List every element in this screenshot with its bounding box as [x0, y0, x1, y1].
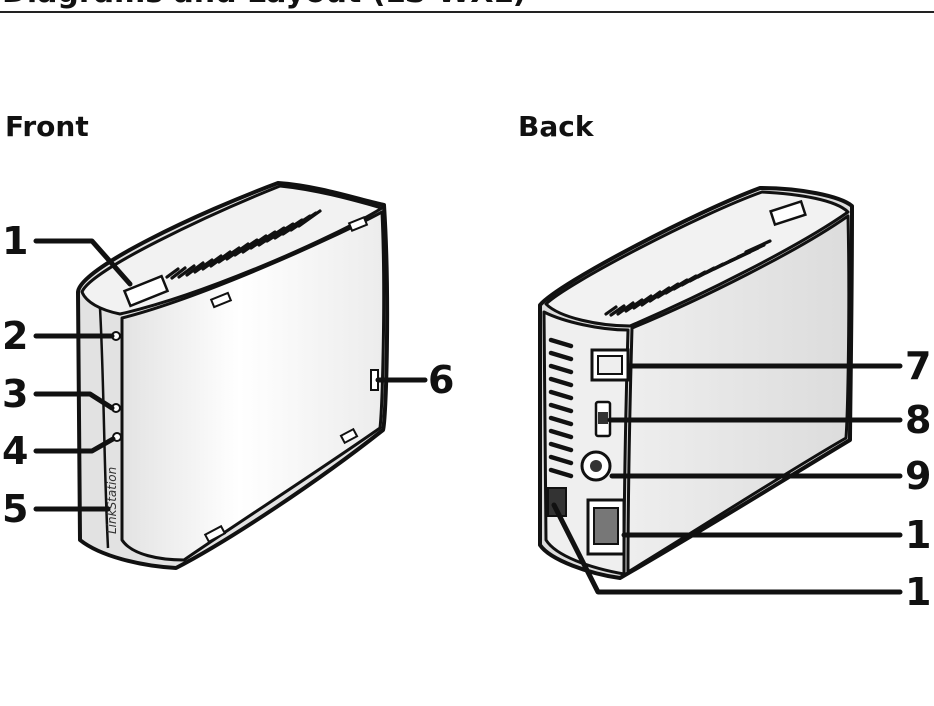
front-top-foot — [209, 291, 233, 309]
back-view-label: Back — [518, 110, 594, 143]
callout-number-1: 1 — [2, 219, 28, 263]
callout-line-3 — [33, 391, 115, 411]
callout-number-10: 1 — [905, 513, 931, 557]
callout-number-7: 7 — [905, 344, 931, 388]
title-divider — [0, 11, 934, 13]
back-top-vent — [604, 239, 772, 317]
back-top-pad — [769, 199, 807, 227]
brand-logo: LinkStation — [105, 467, 119, 534]
back-side-vent — [548, 337, 574, 479]
front-device-side-panel — [120, 210, 386, 562]
front-top-vent — [165, 209, 322, 280]
back-device — [538, 186, 854, 580]
front-device: LinkStation — [76, 181, 390, 570]
back-callouts — [551, 363, 903, 595]
callout-number-9: 9 — [905, 454, 931, 498]
front-view-label: Front — [5, 110, 89, 143]
callout-line-1 — [33, 238, 133, 287]
lan-port — [586, 498, 626, 556]
back-device-top-face — [544, 190, 850, 328]
usb-port — [590, 348, 630, 382]
callout-number-6: 6 — [428, 358, 454, 402]
front-top-foot — [347, 215, 369, 233]
callout-number-3: 3 — [2, 372, 28, 416]
callout-number-8: 8 — [905, 398, 931, 442]
callout-number-5: 5 — [2, 487, 28, 531]
front-power-button — [122, 274, 170, 308]
front-callouts — [33, 238, 428, 512]
front-bottom-foot — [203, 524, 227, 544]
callout-line-4 — [33, 436, 116, 454]
power-port — [580, 450, 612, 482]
page-title: Diagrams and Layout (LS-WXL) — [2, 0, 526, 8]
front-bottom-foot — [339, 427, 359, 445]
callout-number-4: 4 — [2, 429, 28, 473]
callout-number-11: 1 — [905, 570, 931, 614]
callout-number-2: 2 — [2, 314, 28, 358]
back-device-rear-panel — [626, 214, 851, 574]
callout-line-11 — [551, 502, 903, 595]
